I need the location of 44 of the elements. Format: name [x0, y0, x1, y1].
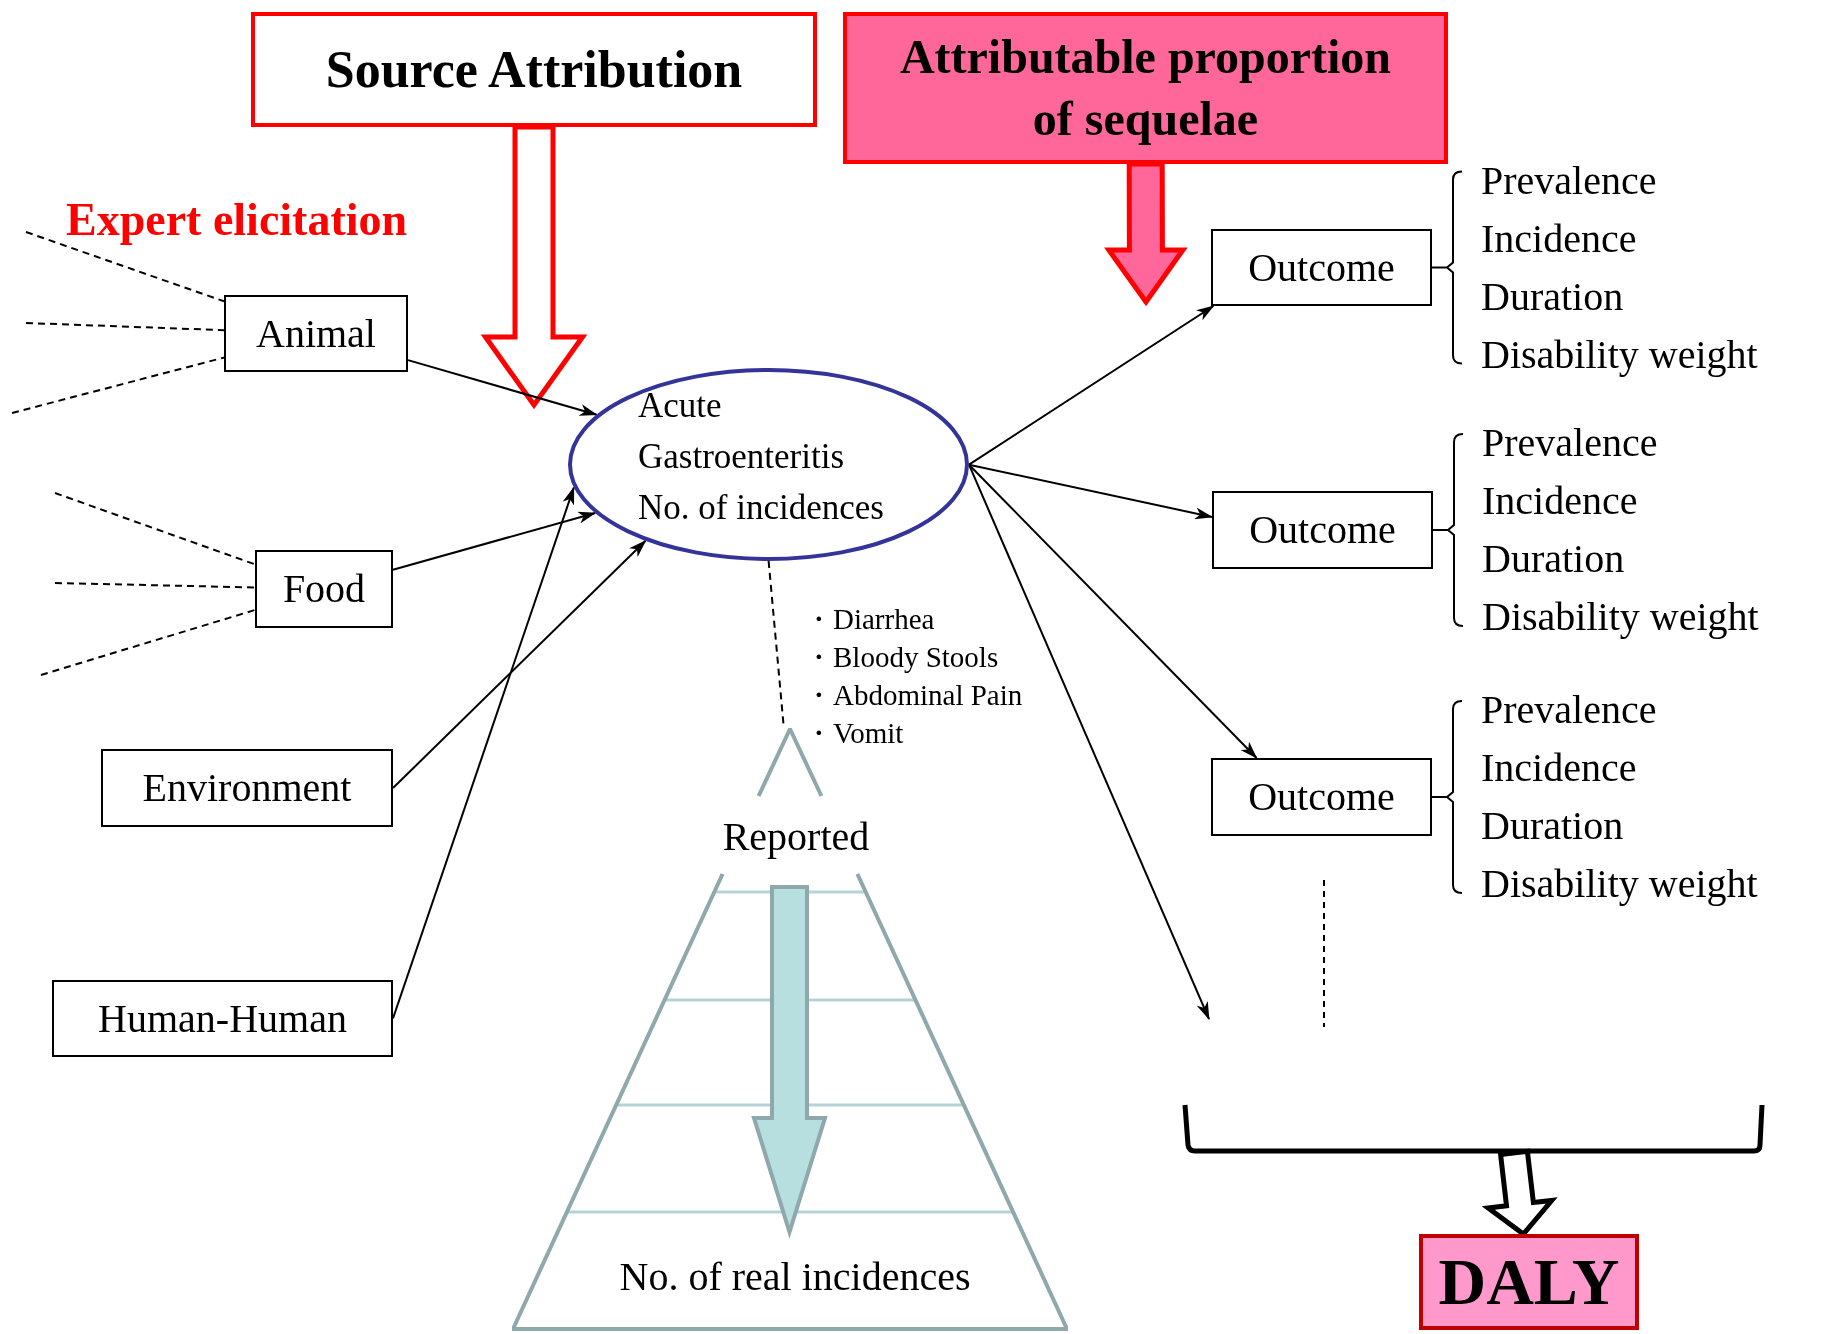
- note-label: Expert elicitation: [66, 196, 408, 244]
- source-box: Food: [255, 550, 393, 628]
- measure-label: Incidence: [1482, 477, 1639, 525]
- arrow: [968, 463, 1258, 759]
- outcome-box: Outcome: [1211, 758, 1432, 836]
- source-box: Animal: [224, 295, 408, 372]
- symptom-label: ・Bloody Stools: [804, 640, 1000, 675]
- measure-label: Disability weight: [1482, 593, 1760, 641]
- dashed-line: [25, 231, 225, 303]
- block-arrow: [480, 124, 588, 410]
- measure-label: Incidence: [1481, 214, 1638, 263]
- title-box: Source Attribution: [251, 12, 817, 127]
- pyramid-label: No. of real incidences: [618, 1253, 972, 1301]
- measure-label: Incidence: [1481, 744, 1638, 792]
- dashed-line: [54, 582, 256, 589]
- dashed-line: [25, 322, 225, 332]
- dashed-line: [40, 608, 256, 676]
- symptom-label: ・Vomit: [804, 716, 905, 751]
- outcome-box: Outcome: [1212, 491, 1433, 569]
- measure-label: Prevalence: [1481, 156, 1658, 205]
- measure-label: Prevalence: [1481, 686, 1658, 734]
- arrow: [407, 359, 598, 416]
- measure-label: Disability weight: [1481, 860, 1759, 908]
- title-box: Attributable proportion of sequelae: [843, 12, 1448, 164]
- ellipse-text: Acute Gastroenteritis: [638, 385, 846, 478]
- source-box: Environment: [101, 749, 393, 827]
- source-box: Human-Human: [52, 980, 393, 1057]
- measure-label: Duration: [1482, 535, 1626, 583]
- measure-label: Disability weight: [1481, 330, 1759, 379]
- arrow: [392, 539, 647, 789]
- ellipse-text: No. of incidences: [638, 487, 885, 529]
- symptom-label: ・Abdominal Pain: [804, 678, 1024, 713]
- arrow: [392, 511, 597, 571]
- dashed-line: [54, 492, 256, 566]
- symptom-label: ・Diarrhea: [804, 602, 936, 637]
- measure-label: Duration: [1481, 272, 1625, 321]
- dashed-line: [11, 356, 225, 414]
- arrow: [968, 463, 1213, 520]
- outcome-box: Outcome: [1211, 229, 1432, 306]
- measure-label: Duration: [1481, 802, 1625, 850]
- measure-label: Prevalence: [1482, 419, 1659, 467]
- arrow: [968, 305, 1215, 466]
- result-box: DALY: [1419, 1234, 1639, 1330]
- block-arrow: [1104, 161, 1188, 307]
